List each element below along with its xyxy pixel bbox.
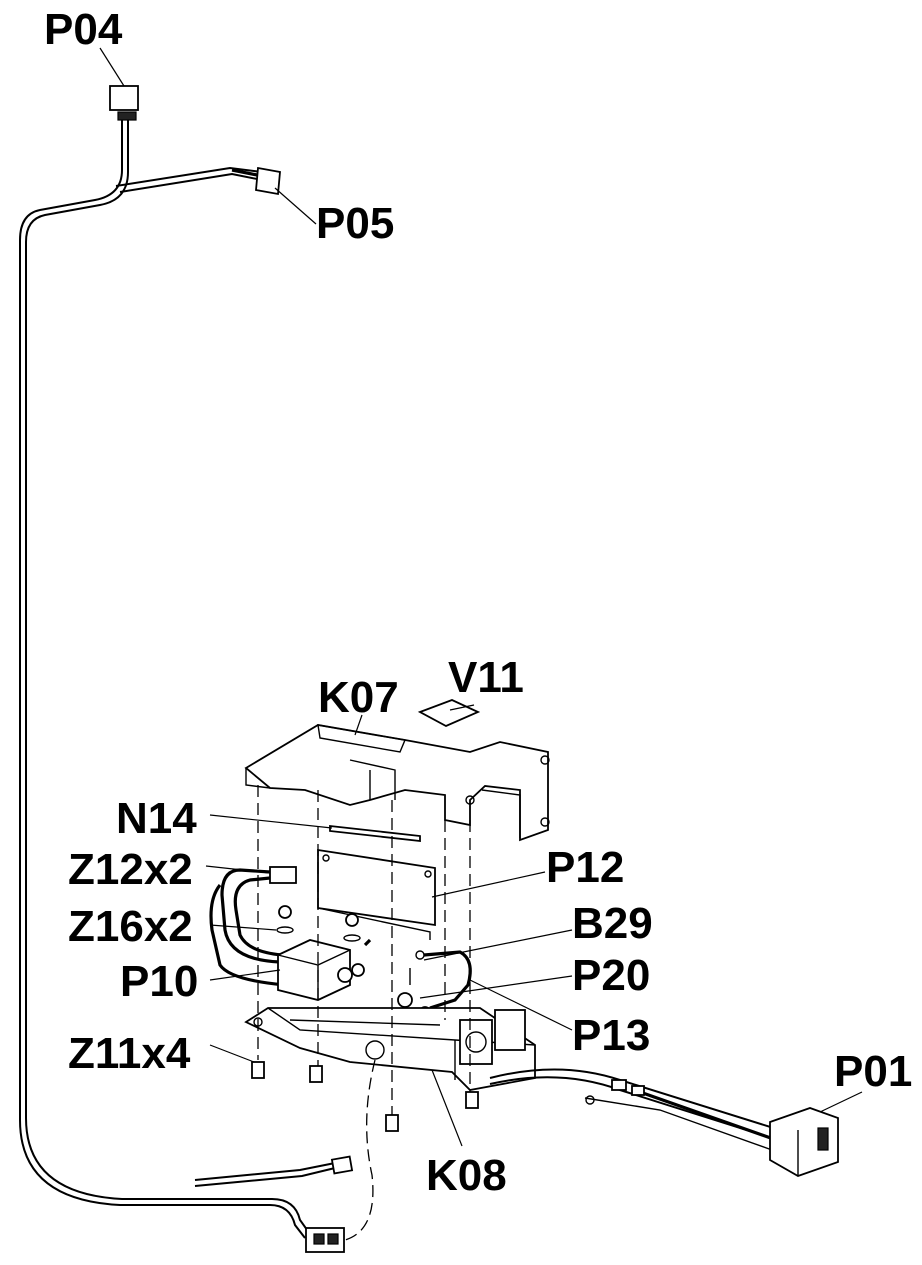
- label-v11: V11: [448, 653, 524, 702]
- label-p05: P05: [316, 199, 395, 248]
- label-p20: P20: [572, 951, 651, 1000]
- z11-screws: [209, 1044, 479, 1132]
- label-p01: P01: [834, 1047, 913, 1096]
- label-p04: P04: [44, 5, 123, 54]
- label-z12x2: Z12x2: [68, 845, 193, 894]
- p12-board: [317, 848, 546, 940]
- label-z16x2: Z16x2: [68, 902, 193, 951]
- label-p12: P12: [546, 843, 625, 892]
- assembly-dashes: [257, 785, 471, 1241]
- n14-strip: [209, 814, 421, 843]
- label-n14: N14: [116, 794, 197, 843]
- p10-filter: [209, 939, 365, 1001]
- v11-pad: [417, 699, 481, 728]
- label-p13: P13: [572, 1011, 651, 1060]
- label-b29: B29: [572, 899, 653, 948]
- k07-cover: [244, 714, 550, 842]
- z12-connector-cables: [205, 865, 297, 987]
- label-k07: K07: [318, 673, 399, 722]
- p05-connector: [255, 166, 317, 225]
- label-p10: P10: [120, 957, 199, 1006]
- label-k08: K08: [426, 1151, 507, 1200]
- p04-connector: [99, 47, 139, 121]
- z16-screws: [209, 905, 361, 942]
- p01-inlet-cable: [489, 1068, 863, 1177]
- cable-connectors-bottom: [305, 1155, 354, 1253]
- main-cable: [19, 118, 336, 1239]
- label-z11x4: Z11x4: [68, 1029, 191, 1078]
